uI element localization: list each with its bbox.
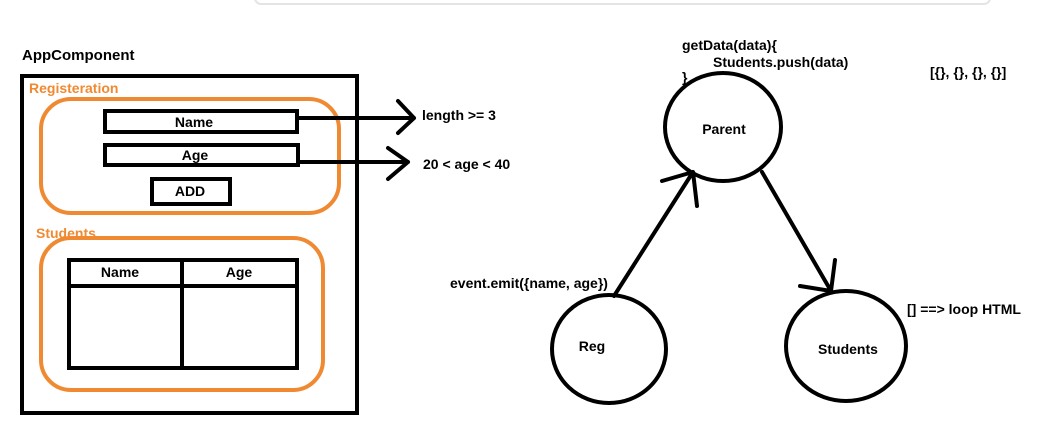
registration-title: Registeration — [29, 80, 118, 96]
students-array-example: [{}, {}, {}, {}] — [930, 64, 1006, 80]
age-field[interactable] — [103, 143, 300, 167]
parent-to-students-arrow — [760, 170, 837, 293]
name-field[interactable] — [103, 109, 299, 134]
reg-to-parent-arrow — [612, 170, 699, 298]
students-table-header-name: Name — [101, 264, 139, 280]
age-rule-text: 20 < age < 40 — [423, 156, 510, 172]
name-rule-arrow — [295, 99, 416, 135]
age-rule-arrow — [296, 146, 410, 181]
emit-label: event.emit({name, age}) — [450, 275, 608, 291]
registration-group — [39, 97, 341, 215]
parent-code-line-2: Students.push(data) — [713, 54, 848, 70]
parent-code-line-1: getData(data){ — [682, 37, 777, 53]
add-button[interactable] — [150, 177, 232, 206]
reg-node — [550, 293, 668, 405]
students-node — [784, 289, 908, 403]
parent-node — [663, 71, 783, 183]
name-rule-text: length >= 3 — [422, 107, 496, 123]
parent-code-line-3: } — [682, 69, 688, 85]
top-panel-edge — [254, 0, 991, 5]
students-group — [39, 236, 325, 392]
add-button-label: ADD — [175, 183, 205, 199]
students-table-header-age: Age — [226, 264, 253, 280]
age-field-label: Age — [182, 147, 209, 163]
app-component-box — [20, 74, 359, 415]
parent-node-label: Parent — [702, 121, 746, 137]
name-field-label: Name — [175, 114, 213, 130]
loop-html-label: [] ==> loop HTML — [907, 301, 1021, 317]
reg-node-label: Reg — [579, 338, 605, 354]
students-node-label: Students — [818, 341, 878, 357]
app-component-title: AppComponent — [22, 47, 134, 64]
